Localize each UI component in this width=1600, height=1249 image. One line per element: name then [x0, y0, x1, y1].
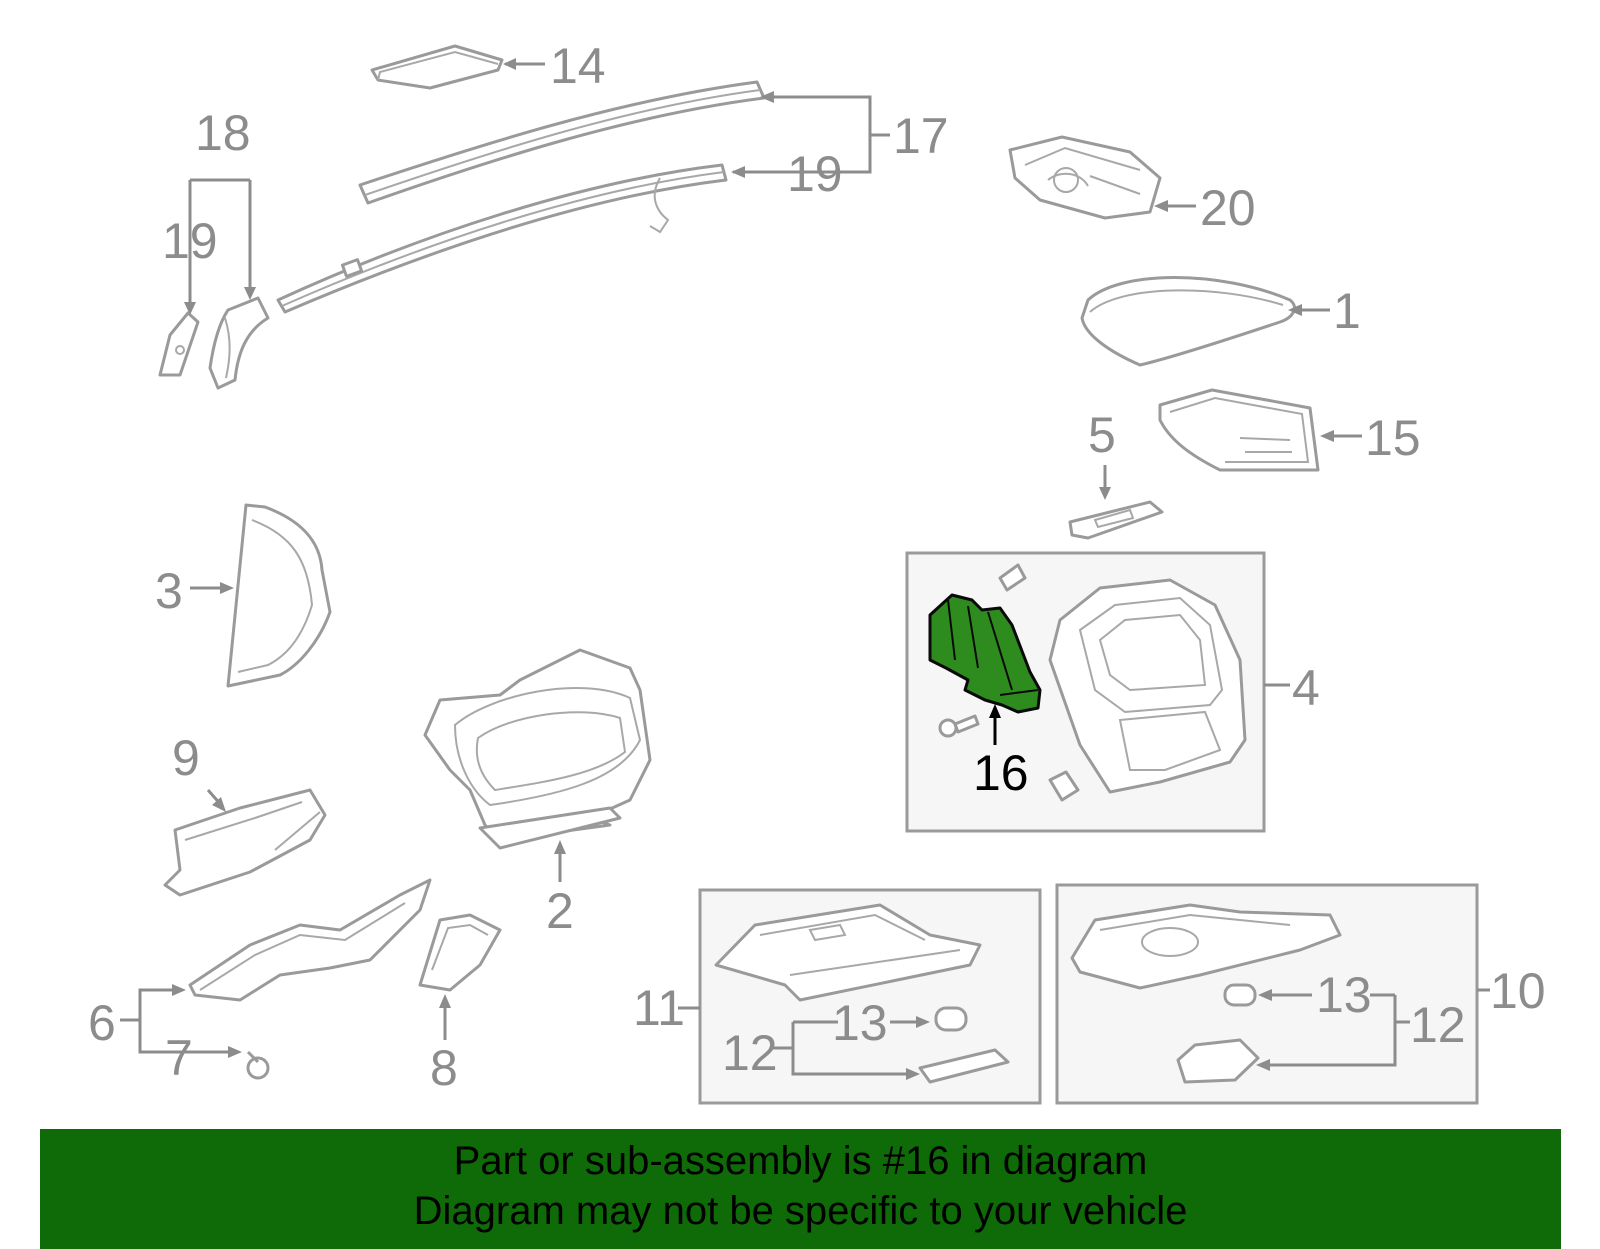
arrow-14 [503, 58, 516, 70]
arrow-2 [554, 840, 566, 854]
callout-3: 3 [155, 563, 183, 619]
banner-line-2: Diagram may not be specific to your vehi… [413, 1189, 1188, 1233]
callout-5: 5 [1088, 407, 1116, 463]
arrow-18 [244, 287, 256, 300]
part-12b-lamp [1176, 1038, 1260, 1084]
small-clip-4a [998, 563, 1027, 592]
part-13b-bulb [1223, 983, 1257, 1007]
leader-12a-13a [772, 1020, 913, 1076]
arrow-16 [989, 704, 1001, 718]
arrow-17 [760, 91, 774, 103]
part-15-outlet-vent [1158, 388, 1320, 472]
arrow-9 [212, 797, 226, 812]
arrow-13b [1258, 989, 1272, 1001]
part-19-lower-moulding [276, 163, 728, 314]
callout-8: 8 [430, 1040, 458, 1096]
banner-line-1: Part or sub-assembly is #16 in diagram [453, 1139, 1148, 1183]
screw-4 [938, 714, 980, 738]
leader-18 [188, 178, 252, 295]
part-16-highlighted-bracket [928, 593, 1042, 714]
part-18-pillar-trim [208, 296, 270, 390]
arrow-6 [172, 984, 186, 996]
arrow-19a [731, 166, 745, 178]
part-9-lower-panel [163, 788, 327, 897]
callout-7: 7 [165, 1030, 193, 1086]
leader-12b-13b [1264, 993, 1410, 1067]
part-10-glovebox-door [1070, 903, 1342, 990]
callout-12a: 12 [722, 1025, 778, 1081]
callout-16: 16 [973, 745, 1029, 801]
callout-6: 6 [88, 995, 116, 1051]
callout-12b: 12 [1410, 997, 1466, 1053]
part-2-cluster-bezel [423, 648, 652, 850]
callout-14: 14 [550, 38, 606, 94]
arrow-12b [1256, 1059, 1270, 1071]
part-6-knee-trim [188, 878, 432, 1002]
part-8-bracket [418, 913, 502, 992]
arrow-7 [228, 1046, 242, 1058]
callout-19a: 19 [787, 146, 843, 202]
callout-11: 11 [633, 980, 685, 1036]
callout-4: 4 [1292, 660, 1320, 716]
arrow-1 [1288, 304, 1302, 316]
part-3-side-trim [226, 503, 332, 688]
arrow-15 [1320, 430, 1334, 442]
part-4-display-bezel [1048, 578, 1247, 794]
callout-20: 20 [1200, 180, 1256, 236]
part-11-glovebox-door [714, 903, 982, 1002]
callout-18: 18 [195, 105, 251, 161]
arrow-5 [1099, 487, 1111, 500]
arrow-8 [439, 994, 451, 1008]
callout-10: 10 [1490, 963, 1546, 1019]
small-clip-4b [1048, 770, 1080, 802]
part-7-clip [246, 1050, 270, 1080]
info-banner: Part or sub-assembly is #16 in diagram D… [40, 1129, 1561, 1249]
callout-15: 15 [1365, 410, 1421, 466]
part-20-vent-assembly [1008, 135, 1162, 220]
callout-9: 9 [172, 730, 200, 786]
arrow-19b [184, 302, 196, 315]
callout-19b: 19 [162, 213, 218, 269]
part-14-cover [370, 44, 504, 90]
part-12a-lamp [918, 1048, 1010, 1084]
part-1-top-cover [1080, 276, 1296, 367]
part-13a-bulb [934, 1006, 968, 1032]
leader-6-7 [120, 988, 236, 1054]
arrow-20 [1154, 200, 1168, 212]
callout-13a: 13 [832, 995, 888, 1051]
arrow-13a [916, 1016, 930, 1028]
arrow-3 [220, 582, 234, 594]
callout-17: 17 [893, 108, 949, 164]
callout-2: 2 [546, 883, 574, 939]
part-19-small-trim [158, 311, 200, 377]
arrow-12a [906, 1068, 920, 1080]
callout-1: 1 [1333, 283, 1361, 339]
callout-13b: 13 [1316, 967, 1372, 1023]
part-5-switch [1068, 500, 1164, 540]
part-17-upper-moulding [358, 80, 766, 205]
